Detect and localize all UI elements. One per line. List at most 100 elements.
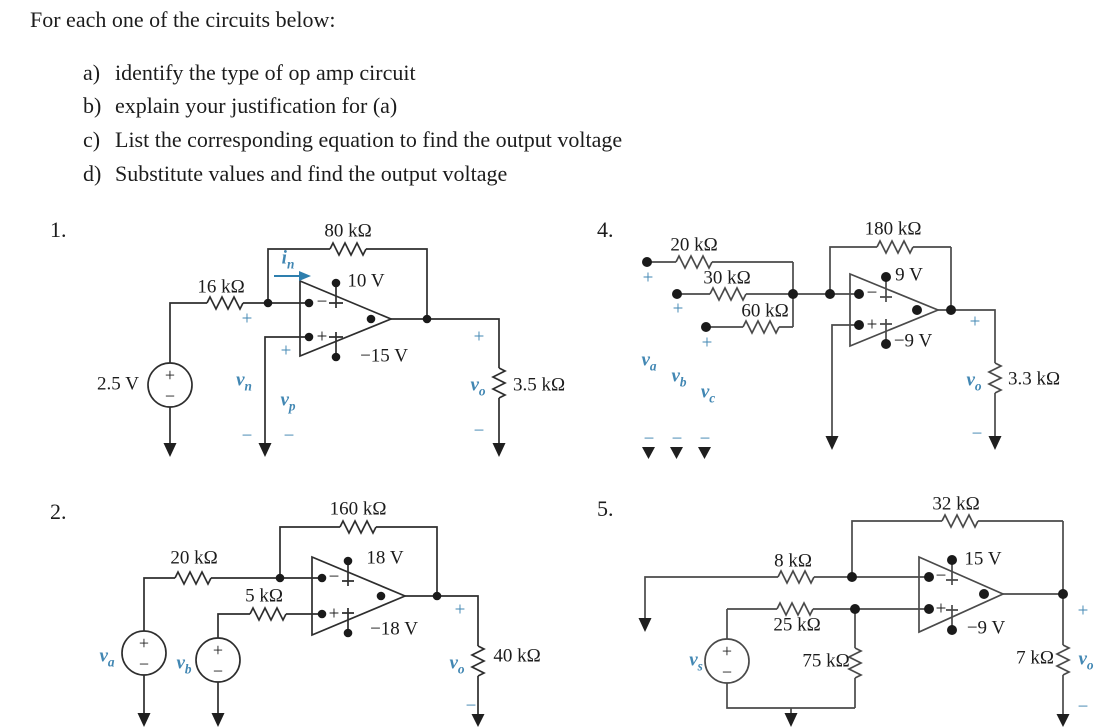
c4-resistor-vb-label: 30 kΩ	[703, 267, 751, 289]
c2-vb-source-minus-sign: −	[212, 661, 224, 681]
c2-va-source-plus-sign: +	[138, 633, 150, 653]
resistor-zigzag	[249, 606, 287, 622]
c4-resistor-vc-label: 60 kΩ	[741, 300, 789, 322]
ground-arrow-icon	[471, 714, 485, 727]
junction-dot	[432, 591, 442, 601]
source-icon	[147, 362, 193, 408]
junction-dot	[924, 572, 934, 582]
c4-load-resistor-label: 3.3 kΩ	[1007, 368, 1061, 390]
ground-arrow-icon	[163, 443, 177, 457]
resistor-zigzag	[491, 367, 507, 399]
c4-vc-plus-sign: +	[701, 332, 713, 354]
junction-dot	[317, 609, 327, 619]
source-icon	[121, 630, 167, 676]
junction-dot	[304, 298, 314, 308]
ground-arrow-icon	[1056, 714, 1070, 727]
c5-input-resistor-label: 25 kΩ	[773, 614, 821, 636]
resistor-zigzag	[329, 241, 367, 257]
circuit2-number: 2.	[50, 499, 67, 524]
ground-arrow-icon	[642, 447, 655, 459]
input-terminal-dot	[642, 257, 652, 267]
junction-dot	[850, 604, 860, 614]
c4-vc-minus-sign: −	[699, 428, 711, 450]
resistor-zigzag	[206, 295, 244, 311]
c2-supply-negative-label: −18 V	[370, 618, 418, 640]
resistor-zigzag	[470, 645, 486, 677]
c5-output-plus-sign: +	[1077, 600, 1089, 622]
c2-opamp-inverting-mark: −	[328, 566, 340, 588]
wires	[647, 246, 996, 436]
instruction-intro: For each one of the circuits below:	[30, 7, 336, 32]
junction-dot	[881, 272, 891, 282]
junction-dot	[343, 556, 353, 566]
c4-resistor-va-label: 20 kΩ	[670, 234, 718, 256]
c5-opamp-inverting-mark: −	[935, 565, 947, 587]
junction-dot	[331, 352, 341, 362]
circuit-4-schematic	[642, 239, 1003, 459]
resistor-zigzag	[742, 319, 780, 335]
input-terminal-dot	[701, 322, 711, 332]
junction-dot	[331, 278, 341, 288]
circuit-2-schematic	[121, 519, 486, 727]
c4-vb-plus-sign: +	[672, 298, 684, 320]
c4-feedback-resistor-label: 180 kΩ	[864, 218, 922, 240]
c2-vb-label: vb	[176, 652, 192, 677]
circuit4-number: 4.	[597, 217, 614, 242]
instruction-item-b-text: explain your justification for (a)	[115, 93, 398, 118]
c1-vn-label: vn	[236, 369, 252, 394]
opamp-triangle	[918, 555, 1006, 634]
c1-input-resistor-label: 16 kΩ	[197, 276, 245, 298]
junction-dot	[1058, 589, 1068, 599]
junction-dot	[947, 555, 957, 565]
junction-dot	[881, 339, 891, 349]
opamp-triangle	[311, 555, 408, 637]
junction-dot	[788, 289, 798, 299]
c5-supply-negative-label: −9 V	[966, 617, 1006, 639]
c4-vc-label: vc	[700, 381, 716, 406]
opamp-triangle	[849, 272, 941, 348]
resistor-zigzag	[777, 569, 815, 585]
c5-source-plus-sign: +	[721, 641, 733, 661]
c1-vp-minus-sign: −	[283, 425, 295, 447]
c2-va-label: va	[99, 645, 115, 670]
input-terminal-dot	[672, 289, 682, 299]
junction-dot	[847, 572, 857, 582]
c2-resistor-va-label: 20 kΩ	[170, 547, 218, 569]
circuit1-number: 1.	[50, 217, 67, 242]
resistor-zigzag	[709, 286, 747, 302]
c1-supply-positive-label: 10 V	[347, 270, 385, 292]
c1-vn-minus-sign: −	[241, 425, 253, 447]
c4-supply-negative-label: −9 V	[893, 330, 933, 352]
junction-dot	[263, 298, 273, 308]
circuit5-number: 5.	[597, 496, 614, 521]
resistor-zigzag	[776, 601, 814, 617]
ground-arrow-icon	[988, 436, 1002, 450]
source-icon	[704, 638, 750, 684]
resistor-zigzag	[339, 519, 377, 535]
c5-supply-positive-label: 15 V	[964, 548, 1002, 570]
instruction-item-a-letter: a)	[83, 60, 101, 85]
c5-feedback-resistor-label: 32 kΩ	[932, 493, 980, 515]
ground-arrow-icon	[137, 713, 151, 727]
c2-supply-positive-label: 18 V	[366, 547, 404, 569]
circuit-1-schematic	[147, 241, 507, 457]
c2-load-resistor-label: 40 kΩ	[493, 645, 541, 667]
ground-arrow-icon	[492, 443, 506, 457]
c2-output-minus-sign: −	[465, 695, 477, 717]
ground-arrow-icon	[784, 713, 798, 727]
c4-output-plus-sign: +	[969, 311, 981, 333]
junction-dot	[343, 628, 353, 638]
c2-vb-source-plus-sign: +	[212, 640, 224, 660]
junction-dot	[317, 573, 327, 583]
c4-opamp-noninverting-mark: +	[866, 314, 878, 336]
ground-arrow-icon	[825, 436, 839, 450]
c4-vb-minus-sign: −	[671, 428, 683, 450]
c5-output-minus-sign: −	[1077, 696, 1089, 718]
c2-opamp-noninverting-mark: +	[328, 603, 340, 625]
junction-dot	[275, 573, 285, 583]
in-current-arrow-icon	[299, 271, 311, 281]
instruction-item-c-letter: c)	[83, 127, 101, 152]
ground-arrow-icon	[638, 618, 652, 632]
c1-vn-plus-sign: +	[241, 308, 253, 330]
